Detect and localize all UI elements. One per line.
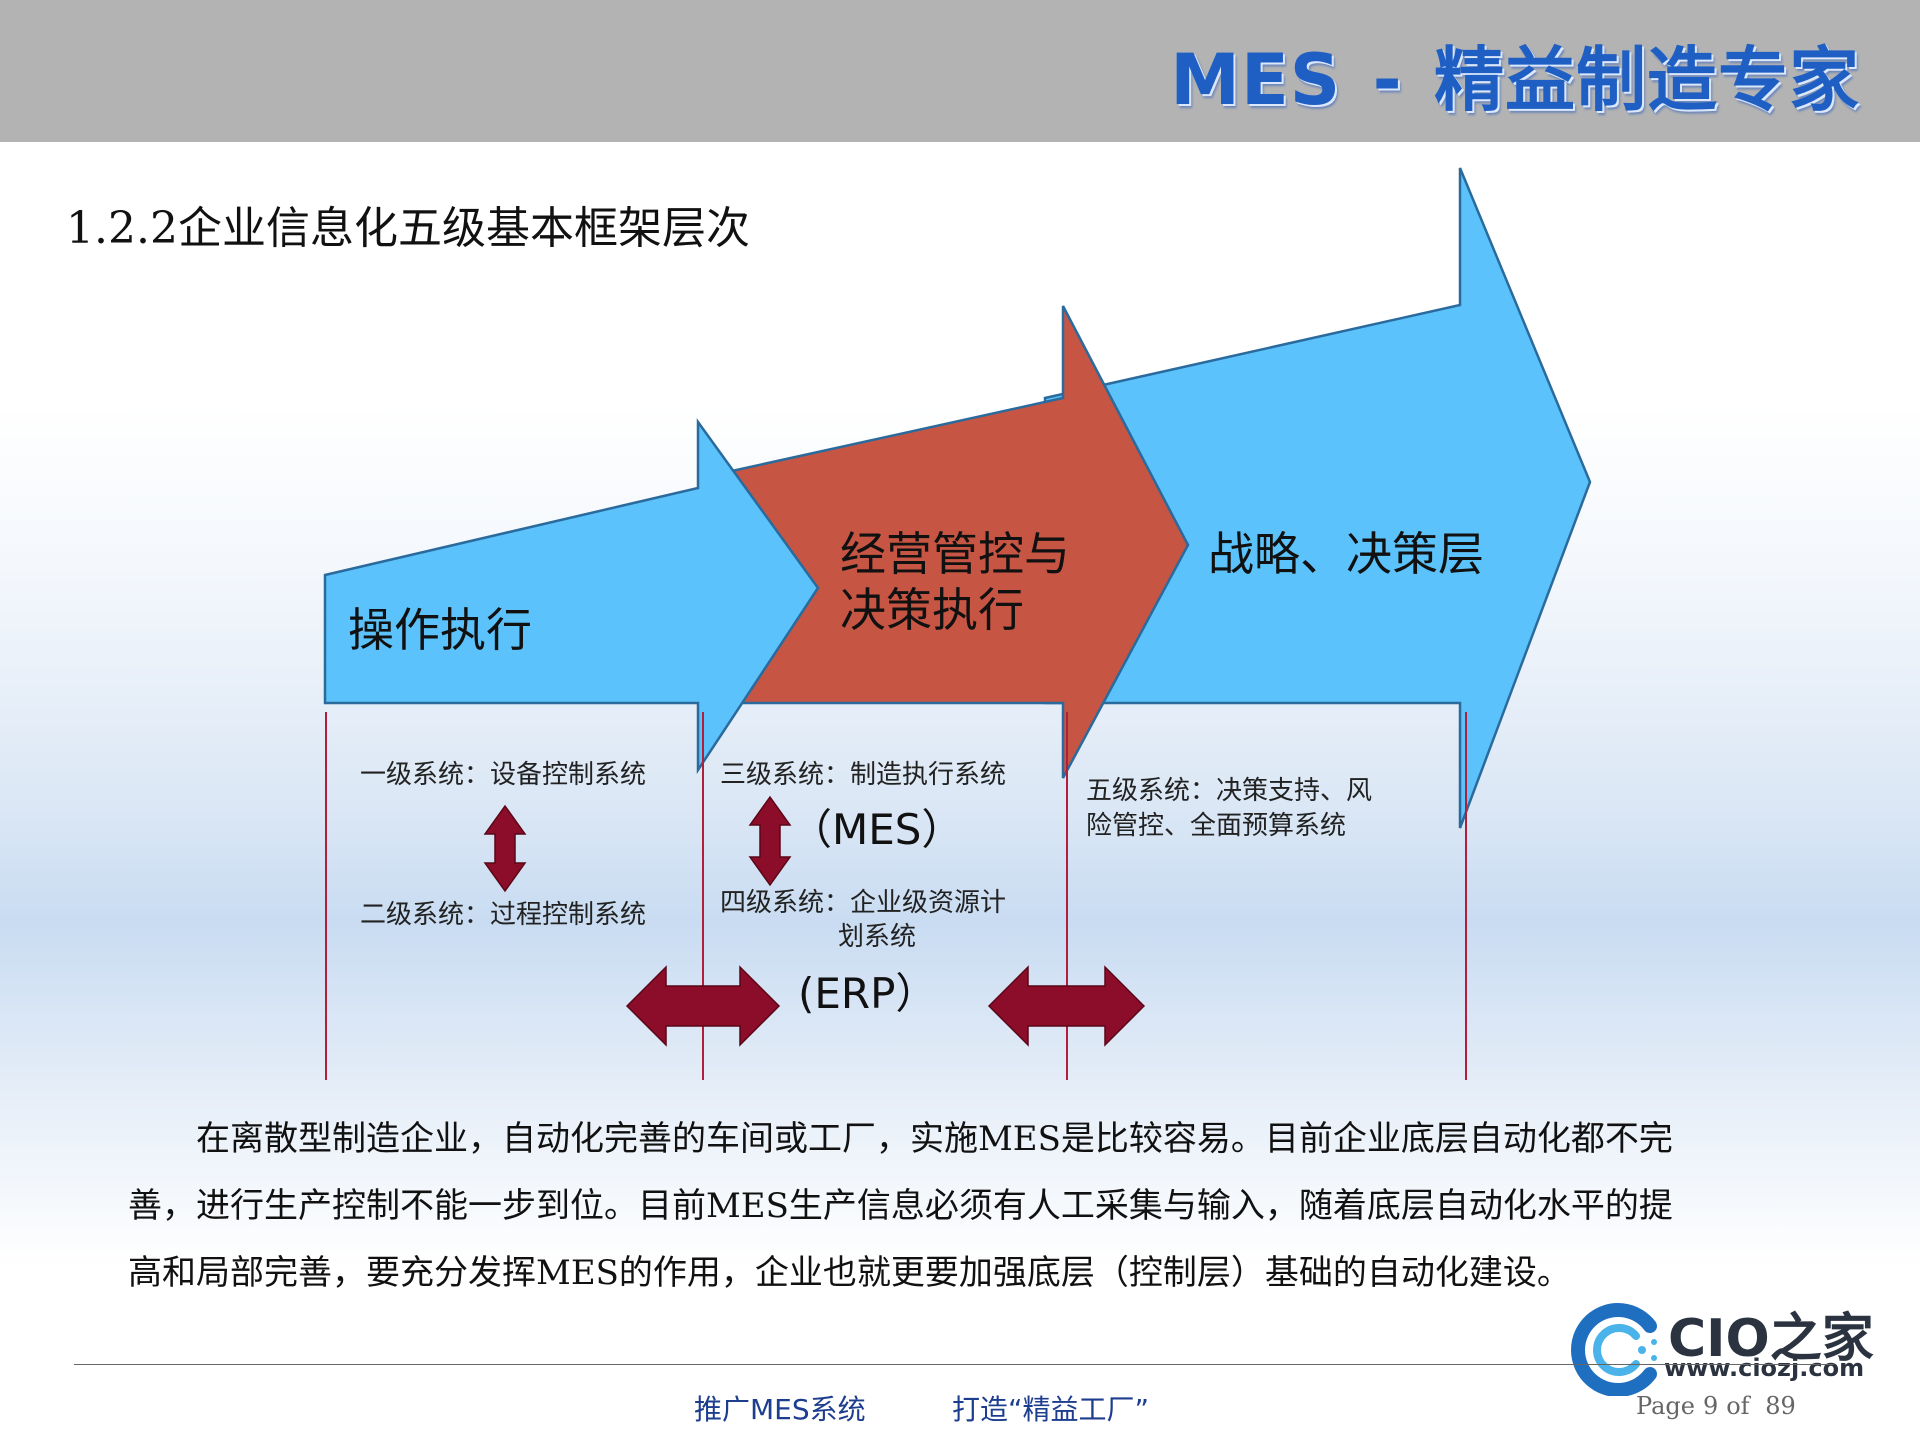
paragraph-line-2: 善，进行生产控制不能一步到位。目前MES生产信息必须有人工采集与输入，随着底层自… (128, 1186, 1673, 1226)
logo-text: CIO之家 (1668, 1309, 1874, 1369)
system-level3-mes: （MES） (790, 805, 964, 854)
system-level1: 一级系统：设备控制系统 (360, 760, 647, 790)
page-total: 89 (1765, 1392, 1796, 1420)
header-bar: MES - 精益制造专家 (0, 0, 1920, 142)
double-arrow-horizontal-1 (625, 965, 781, 1047)
label-operation: 操作执行 (348, 603, 532, 657)
system-level4-erp: (ERP） (798, 969, 938, 1018)
cio-logo-icon (1571, 1303, 1657, 1396)
slide-title: 1.2.2企业信息化五级基本框架层次 (66, 203, 750, 254)
label-management: 经营管控与 决策执行 (840, 526, 1070, 638)
label-management-line2: 决策执行 (840, 583, 1024, 637)
arrow-strategy (1043, 167, 1592, 829)
system-level4-line2: 划系统 (838, 922, 917, 952)
brand-title: MES - 精益制造专家 (1170, 24, 1860, 125)
double-arrow-vertical-1 (483, 804, 527, 893)
footer-slogan-left: 推广MES系统 (694, 1393, 866, 1426)
label-strategy: 战略、决策层 (1208, 527, 1484, 581)
brand-dash: - (1372, 39, 1403, 121)
label-management-line1: 经营管控与 (840, 527, 1070, 581)
arrow-operation (323, 418, 820, 775)
system-level5-line2: 险管控、全面预算系统 (1086, 811, 1347, 841)
page-current: 9 (1702, 1392, 1719, 1420)
brand-subtitle: 精益制造专家 (1434, 39, 1860, 121)
system-level3: 三级系统：制造执行系统 (720, 760, 1007, 790)
system-level5-line1: 五级系统：决策支持、风 (1086, 776, 1373, 806)
arrow-management (698, 305, 1190, 779)
system-level4-line1: 四级系统：企业级资源计 (720, 888, 1007, 918)
system-level2: 二级系统：过程控制系统 (360, 900, 647, 930)
body-paragraph: 在离散型制造企业，自动化完善的车间或工厂，实施MES是比较容易。目前企业底层自动… (128, 1106, 1798, 1307)
footer-slogan-right: 打造“精益工厂” (952, 1393, 1150, 1426)
double-arrow-vertical-2 (748, 795, 792, 887)
double-arrow-horizontal-2 (987, 965, 1146, 1047)
paragraph-line-1: 在离散型制造企业，自动化完善的车间或工厂，实施MES是比较容易。目前企业底层自动… (196, 1119, 1673, 1159)
footer-divider (74, 1364, 1834, 1365)
logo-url: www.ciozj.com (1664, 1354, 1865, 1382)
brand-mes: MES (1170, 39, 1342, 121)
paragraph-line-3: 高和局部完善，要充分发挥MES的作用，企业也就更要加强底层（控制层）基础的自动化… (128, 1253, 1571, 1293)
page-word: Page (1636, 1392, 1695, 1420)
page-of: of (1726, 1392, 1750, 1420)
